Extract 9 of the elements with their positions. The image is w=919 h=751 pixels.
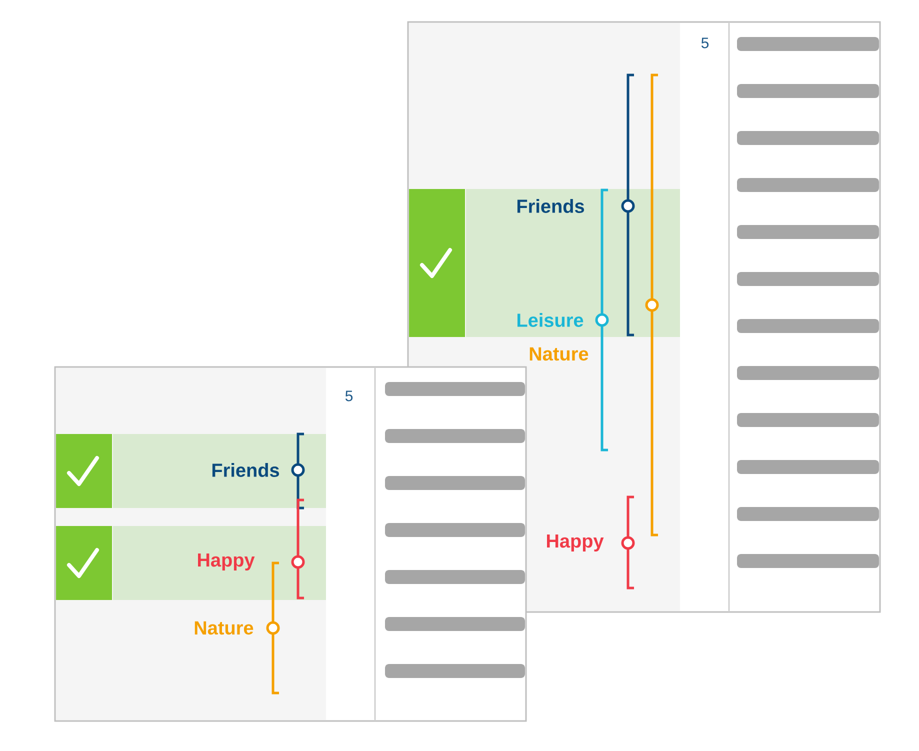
category-label: Friends bbox=[212, 463, 280, 477]
category-label: Leisure bbox=[518, 313, 584, 327]
category-label: Happy bbox=[198, 554, 255, 570]
row-number: 5 bbox=[345, 390, 353, 402]
category-label: Friends bbox=[517, 199, 584, 213]
category-label: Nature bbox=[530, 347, 588, 361]
category-label: Nature bbox=[194, 621, 254, 635]
category-label: Happy bbox=[547, 534, 604, 552]
row-number: 5 bbox=[701, 38, 709, 48]
